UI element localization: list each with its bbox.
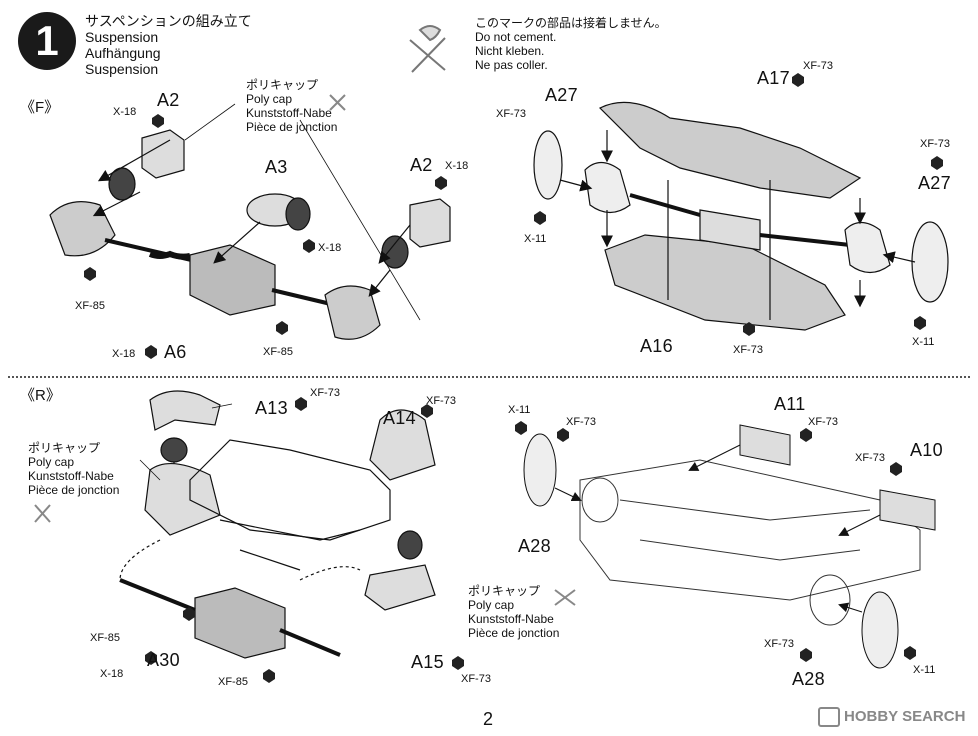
paint-code: X-18 [112,348,136,360]
no-cement-icon [409,25,446,73]
disc-a28-top [523,433,557,507]
part-a2-right [409,198,451,248]
step-title-de: Aufhängung [85,45,161,61]
part-a13 [149,390,221,431]
poly-cap-jp: ポリキャップ [468,584,541,598]
paint-code: X-18 [318,242,342,254]
hub-front-a27 [584,161,631,214]
step-title-jp: サスペンションの組み立て [85,13,252,29]
part-a14 [369,409,436,481]
part-label-a13: A13 [255,398,288,418]
watermark-text: HOBBY SEARCH [844,707,966,725]
watermark-icon [818,707,840,727]
poly-cap-note-front: ポリキャップ Poly cap Kunststoff-Nabe Pièce de… [246,78,337,134]
watermark-logo: HOBBY SEARCH [818,707,965,727]
step-title: サスペンションの組み立て Suspension Aufhängung Suspe… [85,13,252,77]
paint-code: XF-85 [90,632,120,644]
part-label-a2-right: A2 [410,155,433,175]
poly-cap-de: Kunststoff-Nabe [246,106,332,120]
paint-code: X-18 [100,668,124,680]
part-label-a14: A14 [383,408,416,428]
no-cement-fr: Ne pas coller. [475,58,548,72]
no-cement-note: このマークの部品は接着しません。 Do not cement. Nicht kl… [475,16,667,72]
no-cement-jp: このマークの部品は接着しません。 [475,16,667,30]
disc-a27-left [533,130,563,200]
paint-code: XF-73 [733,344,763,356]
disc-a27-right [911,221,949,303]
step-number: 1 [18,12,76,70]
part-a2-left [141,129,185,179]
part-label-a15: A15 [411,652,444,672]
paint-code: XF-73 [426,395,456,407]
part-label-a27-left: A27 [545,85,578,105]
part-label-a11: A11 [774,394,806,414]
poly-cap-jp: ポリキャップ [246,78,319,92]
paint-code: XF-85 [75,300,105,312]
paint-code: XF-73 [566,416,596,428]
step-title-en: Suspension [85,29,159,45]
paint-code: X-11 [912,336,935,348]
paint-code: X-18 [445,160,469,172]
paint-code: XF-73 [461,673,491,685]
poly-cap-fr: Pièce de jonction [28,483,120,497]
paint-code: XF-73 [764,638,794,650]
paint-code: XF-73 [803,60,833,72]
section-front-label: 《F》 [20,99,60,116]
poly-cap-note-rear-left: ポリキャップ Poly cap Kunststoff-Nabe Pièce de… [28,441,119,497]
part-a16 [604,234,846,331]
poly-cap-en: Poly cap [28,455,75,469]
diff-a6 [189,244,276,316]
page-number: 2 [483,709,494,729]
paint-code: XF-85 [263,346,293,358]
hub-front-right-a27 [844,221,891,274]
paint-code: XF-85 [218,676,248,688]
part-label-a30: A30 [147,650,180,670]
part-label-a27-right: A27 [918,173,951,193]
part-a17 [598,101,862,199]
part-label-a6: A6 [164,342,187,362]
diff-a30 [194,587,286,659]
part-label-a28-top: A28 [518,536,551,556]
part-a10 [879,489,936,531]
paint-code: X-11 [524,233,547,245]
section-rear-label: 《R》 [20,387,61,404]
paint-code: XF-73 [310,387,340,399]
part-label-a3: A3 [265,157,288,177]
part-label-a28-bottom: A28 [792,669,825,689]
no-cement-de: Nicht kleben. [475,44,545,58]
hub-front-right [324,285,381,340]
paint-code: XF-73 [855,452,885,464]
part-label-a17: A17 [757,68,790,88]
paint-code: X-11 [508,404,531,416]
disc-a28-bottom [861,591,899,669]
part-a11 [739,424,791,466]
part-label-a16: A16 [640,336,673,356]
section-divider [8,376,970,378]
no-cement-en: Do not cement. [475,30,557,44]
paint-code: XF-73 [808,416,838,428]
poly-cap-en: Poly cap [468,598,515,612]
poly-cap-fr: Pièce de jonction [246,120,338,134]
part-a15 [364,564,436,611]
paint-code: XF-73 [496,108,526,120]
paint-code: XF-73 [920,138,950,150]
step-title-fr: Suspension [85,61,159,77]
poly-cap-de: Kunststoff-Nabe [28,469,114,483]
poly-cap-de: Kunststoff-Nabe [468,612,554,626]
part-label-a2-left: A2 [157,90,180,110]
poly-cap-note-rear-right: ポリキャップ Poly cap Kunststoff-Nabe Pièce de… [468,584,559,640]
poly-cap-en: Poly cap [246,92,293,106]
paint-code: X-18 [113,106,137,118]
part-label-a10: A10 [910,440,943,460]
paint-code: X-11 [913,664,936,676]
rear-chassis [579,459,921,601]
paint-markers [84,73,943,683]
poly-cap-jp: ポリキャップ [28,441,101,455]
poly-cap-fr: Pièce de jonction [468,626,560,640]
